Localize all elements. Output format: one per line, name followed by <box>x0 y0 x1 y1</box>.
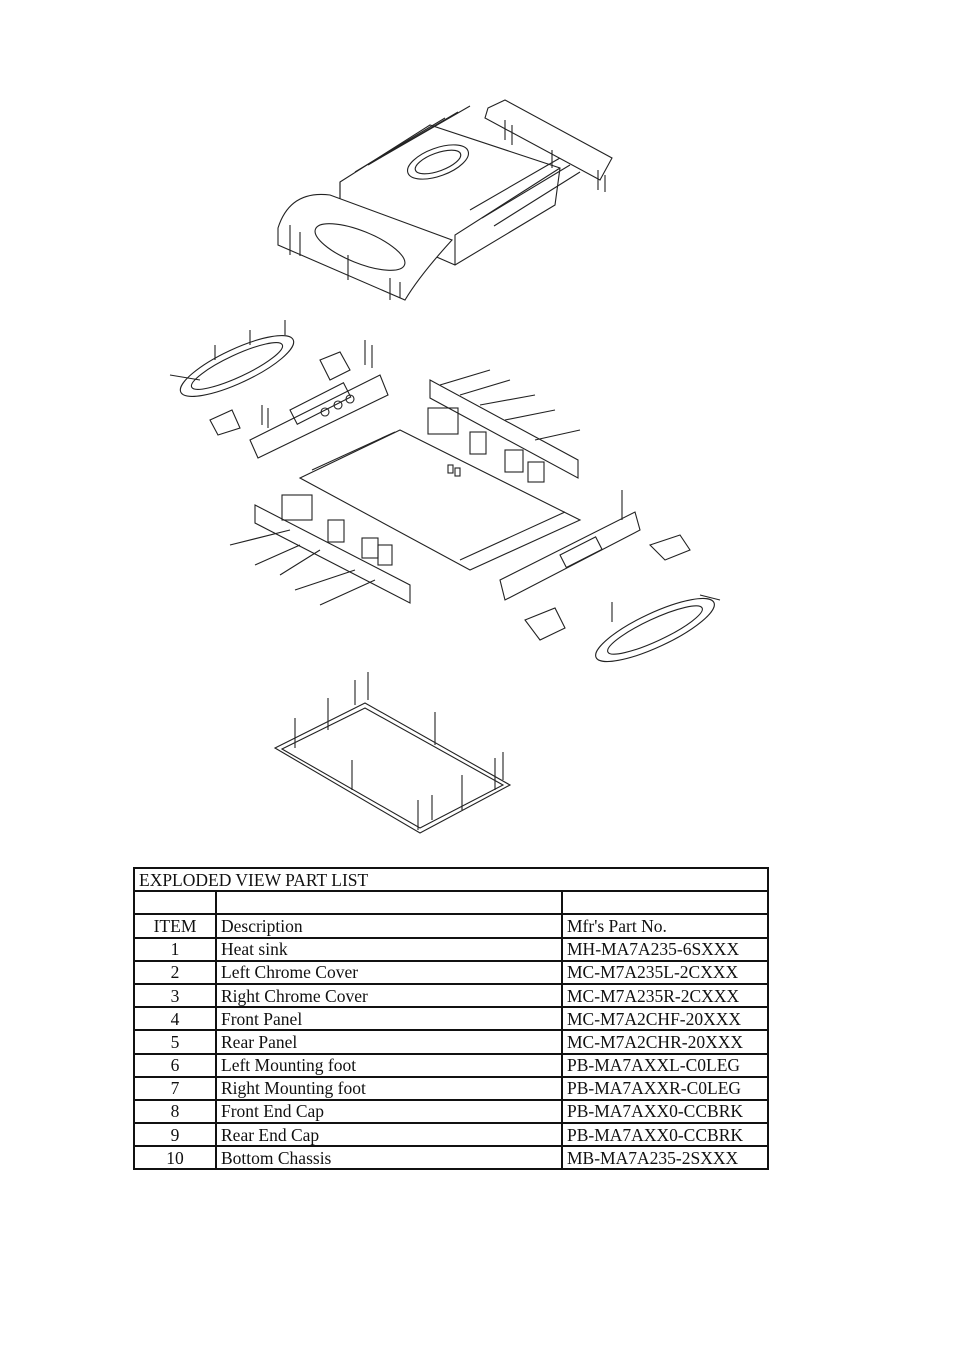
item-part-no: MC-M7A235L-2CXXX <box>561 959 769 985</box>
item-description: Rear Panel <box>215 1029 563 1055</box>
bottom-chassis-drawing <box>273 672 512 834</box>
item-number: 2 <box>133 959 217 985</box>
exploded-view-part-list: EXPLODED VIEW PART LIST ITEM Description… <box>133 866 769 1171</box>
header-item: ITEM <box>133 913 217 939</box>
item-part-no: MC-M7A2CHR-20XXX <box>561 1029 769 1055</box>
left-chrome-cover-drawing <box>277 193 453 301</box>
item-part-no: PB-MA7AXX0-CCBRK <box>561 1122 769 1148</box>
item-description: Front Panel <box>215 1006 563 1032</box>
item-part-no: MH-MA7A235-6SXXX <box>561 936 769 962</box>
item-number: 7 <box>133 1075 217 1101</box>
rear-panel-drawing <box>427 369 581 483</box>
item-part-no: MC-M7A235R-2CXXX <box>561 982 769 1009</box>
item-part-no: MB-MA7A235-2SXXX <box>561 1145 769 1171</box>
table-header-row: ITEM Description Mfr's Part No. <box>133 913 769 939</box>
item-description: Right Mounting foot <box>215 1075 563 1101</box>
item-part-no: PB-MA7AXXR-C0LEG <box>561 1075 769 1101</box>
item-number: 9 <box>133 1122 217 1148</box>
front-end-cap-drawing <box>169 320 295 397</box>
item-number: 10 <box>133 1145 217 1171</box>
rear-end-cap-drawing <box>499 490 721 663</box>
item-part-no: MC-M7A2CHF-20XXX <box>561 1006 769 1032</box>
item-description: Rear End Cap <box>215 1122 563 1148</box>
exploded-view-drawing <box>169 99 721 834</box>
item-part-no: PB-MA7AXXL-C0LEG <box>561 1052 769 1078</box>
item-description: Left Mounting foot <box>215 1052 563 1078</box>
heat-spreader-drawing <box>229 494 411 606</box>
item-description: Bottom Chassis <box>215 1145 563 1171</box>
header-description: Description <box>215 913 563 939</box>
item-number: 8 <box>133 1098 217 1125</box>
item-number: 4 <box>133 1006 217 1032</box>
item-description: Right Chrome Cover <box>215 982 563 1009</box>
right-chrome-cover-drawing <box>484 99 613 192</box>
table-blank-row <box>133 890 769 916</box>
table-title-row: EXPLODED VIEW PART LIST <box>133 866 769 893</box>
header-part-no: Mfr's Part No. <box>561 913 769 939</box>
item-description: Left Chrome Cover <box>215 959 563 985</box>
item-number: 3 <box>133 982 217 1009</box>
front-panel-drawing <box>209 340 389 459</box>
item-number: 6 <box>133 1052 217 1078</box>
item-number: 1 <box>133 936 217 962</box>
item-description: Heat sink <box>215 936 563 962</box>
item-description: Front End Cap <box>215 1098 563 1125</box>
table-title: EXPLODED VIEW PART LIST <box>133 866 769 893</box>
item-part-no: PB-MA7AXX0-CCBRK <box>561 1098 769 1125</box>
pcb-drawing <box>298 429 582 571</box>
item-number: 5 <box>133 1029 217 1055</box>
